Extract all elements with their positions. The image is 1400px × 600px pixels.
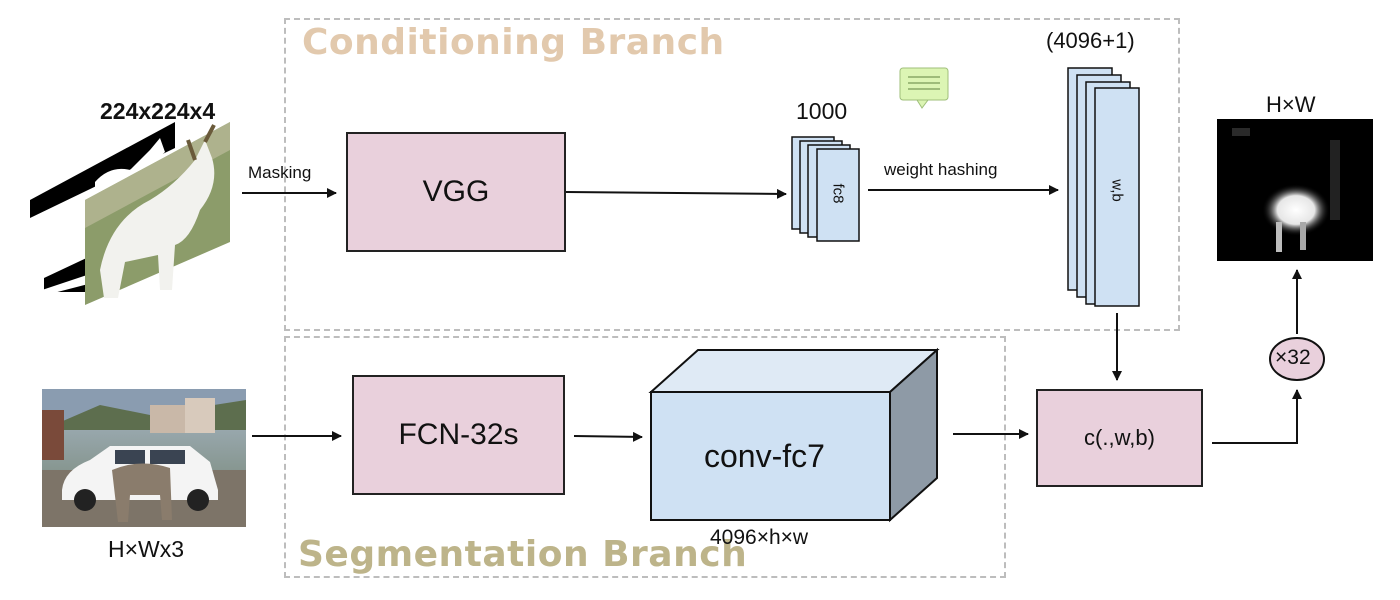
fcn-32s-block: FCN-32s <box>352 375 565 495</box>
conv-fc7-label: conv-fc7 <box>704 438 825 474</box>
comment-note-icon[interactable] <box>899 67 949 109</box>
output-mask-image <box>1217 119 1373 261</box>
fcn-32s-label: FCN-32s <box>398 418 519 451</box>
conditioning-branch-box <box>284 18 1180 331</box>
masked-input-image <box>30 122 230 305</box>
output-size-label: H×W <box>1266 92 1316 117</box>
fc8-layer-stack <box>791 136 860 242</box>
cfunc-block: c(.,w,b) <box>1036 389 1203 487</box>
scene-input-image <box>42 389 246 527</box>
mask-size-label: 224x224x4 <box>100 98 216 124</box>
arrow-cfunc-upsample <box>1212 389 1302 444</box>
upsample-circle <box>1269 337 1325 381</box>
segmentation-branch-title: Segmentation Branch <box>298 534 748 575</box>
wb-layer-stack <box>1067 67 1140 307</box>
cfunc-label: c(.,w,b) <box>1084 425 1155 450</box>
segmentation-branch-box <box>284 336 1006 578</box>
image-size-label: H×Wx3 <box>108 536 185 562</box>
conv-fc7-size-label: 4096×h×w <box>710 526 809 549</box>
weight-hashing-label: weight hashing <box>884 160 998 179</box>
vgg-block: VGG <box>346 132 566 252</box>
wb-size-label: (4096+1) <box>1046 28 1135 53</box>
fc8-label: fc8 <box>829 183 847 204</box>
fc8-size-label: 1000 <box>796 98 848 124</box>
wb-label: w,b <box>1108 179 1126 202</box>
conditioning-branch-title: Conditioning Branch <box>302 22 725 63</box>
arrow-fcn-conv <box>573 431 643 442</box>
arrow-vgg-fc8 <box>565 188 787 199</box>
masking-label: Masking <box>248 163 312 182</box>
upsample-label: ×32 <box>1275 346 1311 369</box>
conv-fc7-cuboid <box>648 347 940 523</box>
vgg-label: VGG <box>422 175 490 208</box>
